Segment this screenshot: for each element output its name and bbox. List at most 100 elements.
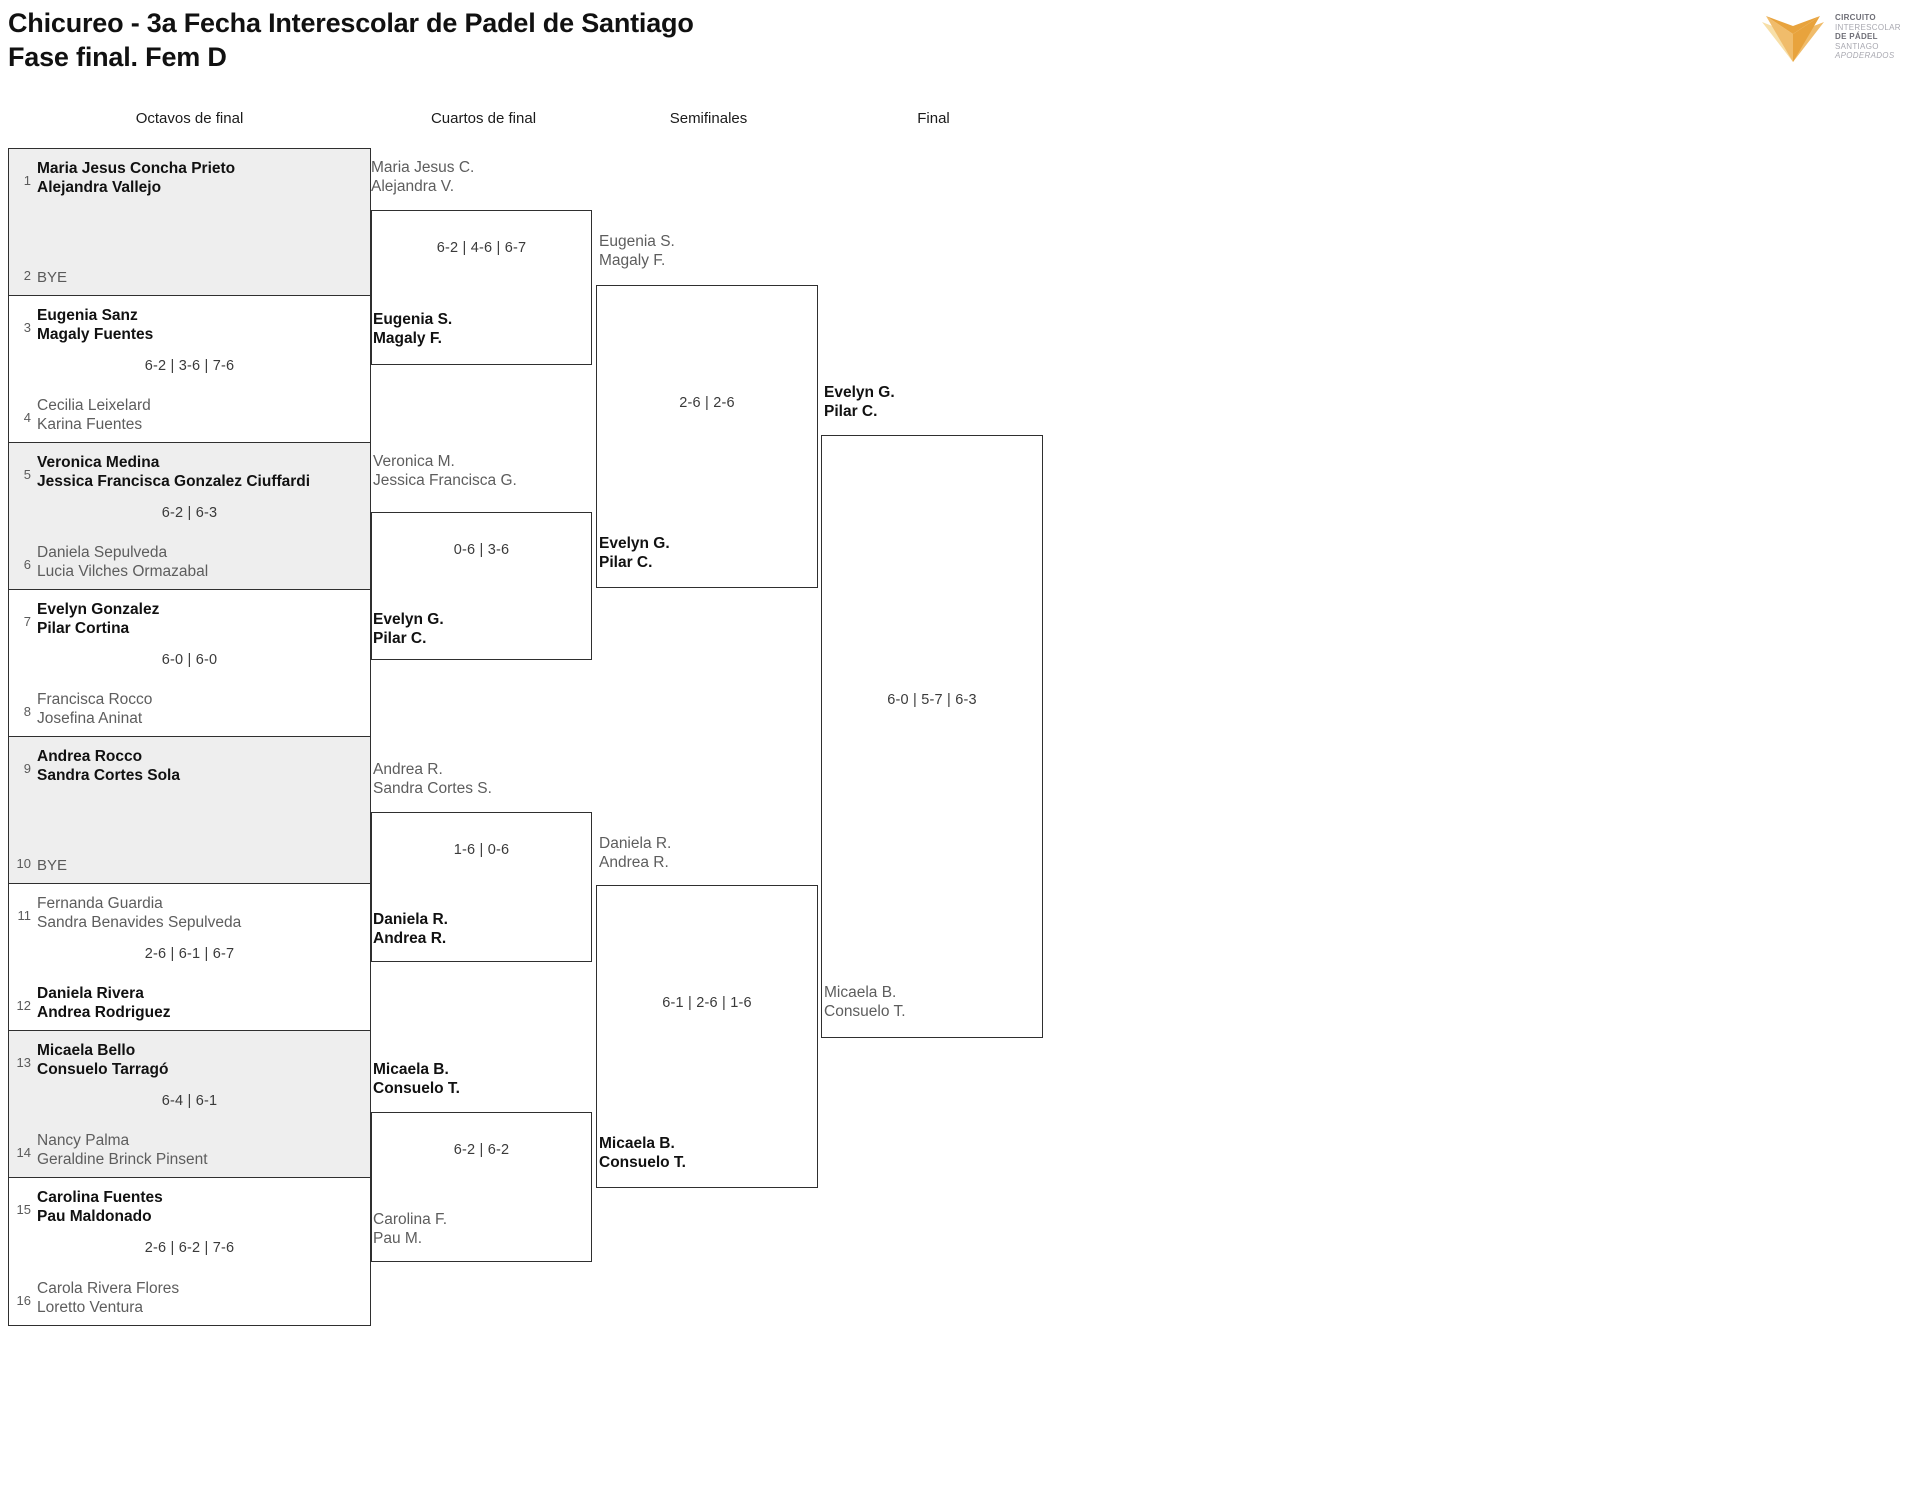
match-row[interactable]: 15 Carolina Fuentes Pau Maldonado 2-6 | … — [9, 1178, 370, 1325]
player-name: Fernanda Guardia — [37, 895, 163, 912]
player-name: Eugenia S. — [373, 311, 453, 328]
qf-entrant[interactable]: Andrea R. Sandra Cortes S. — [373, 760, 492, 798]
qf-entrant[interactable]: Micaela B. Consuelo T. — [373, 1060, 460, 1098]
match-score: 6-2 | 6-3 — [161, 505, 218, 521]
team-slot[interactable]: 15 Carolina Fuentes Pau Maldonado — [9, 1188, 370, 1226]
player-name: Andrea R. — [373, 930, 447, 947]
player-name: Karina Fuentes — [37, 416, 143, 433]
match-score: 6-2 | 4-6 | 6-7 — [436, 240, 527, 256]
logo-arrow-icon — [1762, 16, 1824, 62]
team-slot[interactable]: 4 Cecilia Leixelard Karina Fuentes — [9, 396, 370, 434]
tournament-subtitle: Fase final. Fem D — [8, 42, 227, 72]
seed-number: 3 — [23, 320, 31, 335]
player-name: Andrea Rocco — [37, 748, 143, 765]
final-entrant[interactable]: Evelyn G. Pilar C. — [824, 383, 895, 421]
player-name: Geraldine Brinck Pinsent — [37, 1151, 208, 1168]
page-title: Chicureo - 3a Fecha Interescolar de Pade… — [8, 6, 694, 74]
match-row[interactable]: 5 Veronica Medina Jessica Francisca Gonz… — [9, 443, 370, 590]
player-name: Francisca Rocco — [37, 691, 153, 708]
player-name: Pau Maldonado — [37, 1208, 152, 1225]
player-name: Micaela B. — [824, 984, 897, 1001]
team-slot[interactable]: 5 Veronica Medina Jessica Francisca Gonz… — [9, 453, 370, 491]
qf-entrant[interactable]: Veronica M. Jessica Francisca G. — [373, 452, 517, 490]
player-name: Pilar C. — [824, 403, 878, 420]
team-names: Eugenia Sanz Magaly Fuentes — [37, 306, 153, 344]
team-slot[interactable]: 1 Maria Jesus Concha Prieto Alejandra Va… — [9, 159, 370, 197]
qf-entrant[interactable]: Carolina F. Pau M. — [373, 1210, 447, 1248]
player-name: Josefina Aninat — [37, 710, 143, 727]
match-score: 6-4 | 6-1 — [161, 1093, 218, 1109]
match-score: 6-0 | 6-0 — [161, 652, 218, 668]
player-name: Evelyn G. — [373, 611, 444, 628]
match-row[interactable]: 13 Micaela Bello Consuelo Tarragó 6-4 | … — [9, 1031, 370, 1178]
match-row[interactable]: 3 Eugenia Sanz Magaly Fuentes 6-2 | 3-6 … — [9, 296, 370, 443]
team-slot[interactable]: 16 Carola Rivera Flores Loretto Ventura — [9, 1279, 370, 1317]
player-name: Daniela R. — [373, 911, 448, 928]
match-row[interactable]: 11 Fernanda Guardia Sandra Benavides Sep… — [9, 884, 370, 1031]
sf-entrant[interactable]: Micaela B. Consuelo T. — [599, 1134, 686, 1172]
team-slot[interactable]: 2 BYE — [9, 268, 370, 287]
player-name: Maria Jesus C. — [371, 159, 475, 176]
seed-number: 6 — [23, 557, 31, 572]
team-slot[interactable]: 13 Micaela Bello Consuelo Tarragó — [9, 1041, 370, 1079]
team-slot[interactable]: 8 Francisca Rocco Josefina Aninat — [9, 690, 370, 728]
team-slot[interactable]: 11 Fernanda Guardia Sandra Benavides Sep… — [9, 894, 370, 932]
player-name: Maria Jesus Concha Prieto — [37, 160, 236, 177]
bracket-connector — [371, 512, 592, 660]
player-name: Eugenia S. — [599, 233, 675, 250]
player-name: Veronica Medina — [37, 454, 160, 471]
qf-entrant[interactable]: Eugenia S. Magaly F. — [373, 310, 452, 348]
seed-number: 5 — [23, 467, 31, 482]
seed-number: 10 — [16, 856, 31, 871]
qf-entrant[interactable]: Evelyn G. Pilar C. — [373, 610, 444, 648]
logo-text: CIRCUITO INTERESCOLAR DE PÁDEL SANTIAGO … — [1835, 13, 1917, 61]
sf-entrant[interactable]: Eugenia S. Magaly F. — [599, 232, 675, 270]
team-slot[interactable]: 7 Evelyn Gonzalez Pilar Cortina — [9, 600, 370, 638]
team-names: Daniela Sepulveda Lucia Vilches Ormazaba… — [37, 543, 208, 581]
player-name: Andrea R. — [599, 854, 669, 871]
player-name: Sandra Benavides Sepulveda — [37, 914, 242, 931]
sf-entrant[interactable]: Daniela R. Andrea R. — [599, 834, 671, 872]
team-names: Carola Rivera Flores Loretto Ventura — [37, 1279, 179, 1317]
player-name: Andrea Rodriguez — [37, 1004, 171, 1021]
match-score: 6-2 | 6-2 — [453, 1142, 510, 1158]
player-name: Evelyn G. — [824, 384, 895, 401]
bracket-connector — [371, 210, 592, 365]
match-row[interactable]: 7 Evelyn Gonzalez Pilar Cortina 6-0 | 6-… — [9, 590, 370, 737]
team-names: Maria Jesus Concha Prieto Alejandra Vall… — [37, 159, 235, 197]
match-score: 6-0 | 5-7 | 6-3 — [887, 692, 977, 708]
bracket-connector — [371, 812, 592, 962]
player-name: Consuelo T. — [824, 1003, 906, 1020]
final-entrant[interactable]: Micaela B. Consuelo T. — [824, 983, 906, 1021]
match-score: 6-2 | 3-6 | 7-6 — [144, 358, 235, 374]
qf-entrant[interactable]: Maria Jesus C. Alejandra V. — [371, 158, 474, 196]
round-octavos: 1 Maria Jesus Concha Prieto Alejandra Va… — [8, 148, 371, 1326]
logo-line-1: CIRCUITO — [1835, 13, 1876, 22]
match-row[interactable]: 1 Maria Jesus Concha Prieto Alejandra Va… — [9, 149, 370, 296]
match-score: 2-6 | 6-1 | 6-7 — [144, 946, 235, 962]
match-score: 2-6 | 6-2 | 7-6 — [144, 1240, 235, 1256]
qf-entrant[interactable]: Daniela R. Andrea R. — [373, 910, 448, 948]
seed-number: 11 — [17, 908, 32, 923]
team-names: Fernanda Guardia Sandra Benavides Sepulv… — [37, 894, 241, 932]
team-names: Carolina Fuentes Pau Maldonado — [37, 1188, 163, 1226]
team-slot[interactable]: 12 Daniela Rivera Andrea Rodriguez — [9, 984, 370, 1022]
round-header-final: Final — [917, 110, 950, 127]
seed-number: 13 — [16, 1055, 31, 1070]
player-name: Loretto Ventura — [37, 1299, 143, 1316]
team-slot[interactable]: 14 Nancy Palma Geraldine Brinck Pinsent — [9, 1131, 370, 1169]
team-names: Veronica Medina Jessica Francisca Gonzal… — [37, 453, 310, 491]
team-slot[interactable]: 9 Andrea Rocco Sandra Cortes Sola — [9, 747, 370, 785]
team-slot[interactable]: 10 BYE — [9, 856, 370, 875]
match-score: 2-6 | 2-6 — [679, 395, 735, 411]
team-slot[interactable]: 3 Eugenia Sanz Magaly Fuentes — [9, 306, 370, 344]
match-row[interactable]: 9 Andrea Rocco Sandra Cortes Sola 10 BYE — [9, 737, 370, 884]
player-name: Daniela Sepulveda — [37, 544, 168, 561]
round-header-cuartos: Cuartos de final — [430, 110, 537, 127]
player-name: Magaly Fuentes — [37, 326, 154, 343]
circuito-logo: CIRCUITO INTERESCOLAR DE PÁDEL SANTIAGO … — [1762, 6, 1914, 68]
sf-entrant[interactable]: Evelyn G. Pilar C. — [599, 534, 670, 572]
bye-label: BYE — [37, 269, 68, 286]
team-slot[interactable]: 6 Daniela Sepulveda Lucia Vilches Ormaza… — [9, 543, 370, 581]
match-score: 0-6 | 3-6 — [453, 542, 510, 558]
